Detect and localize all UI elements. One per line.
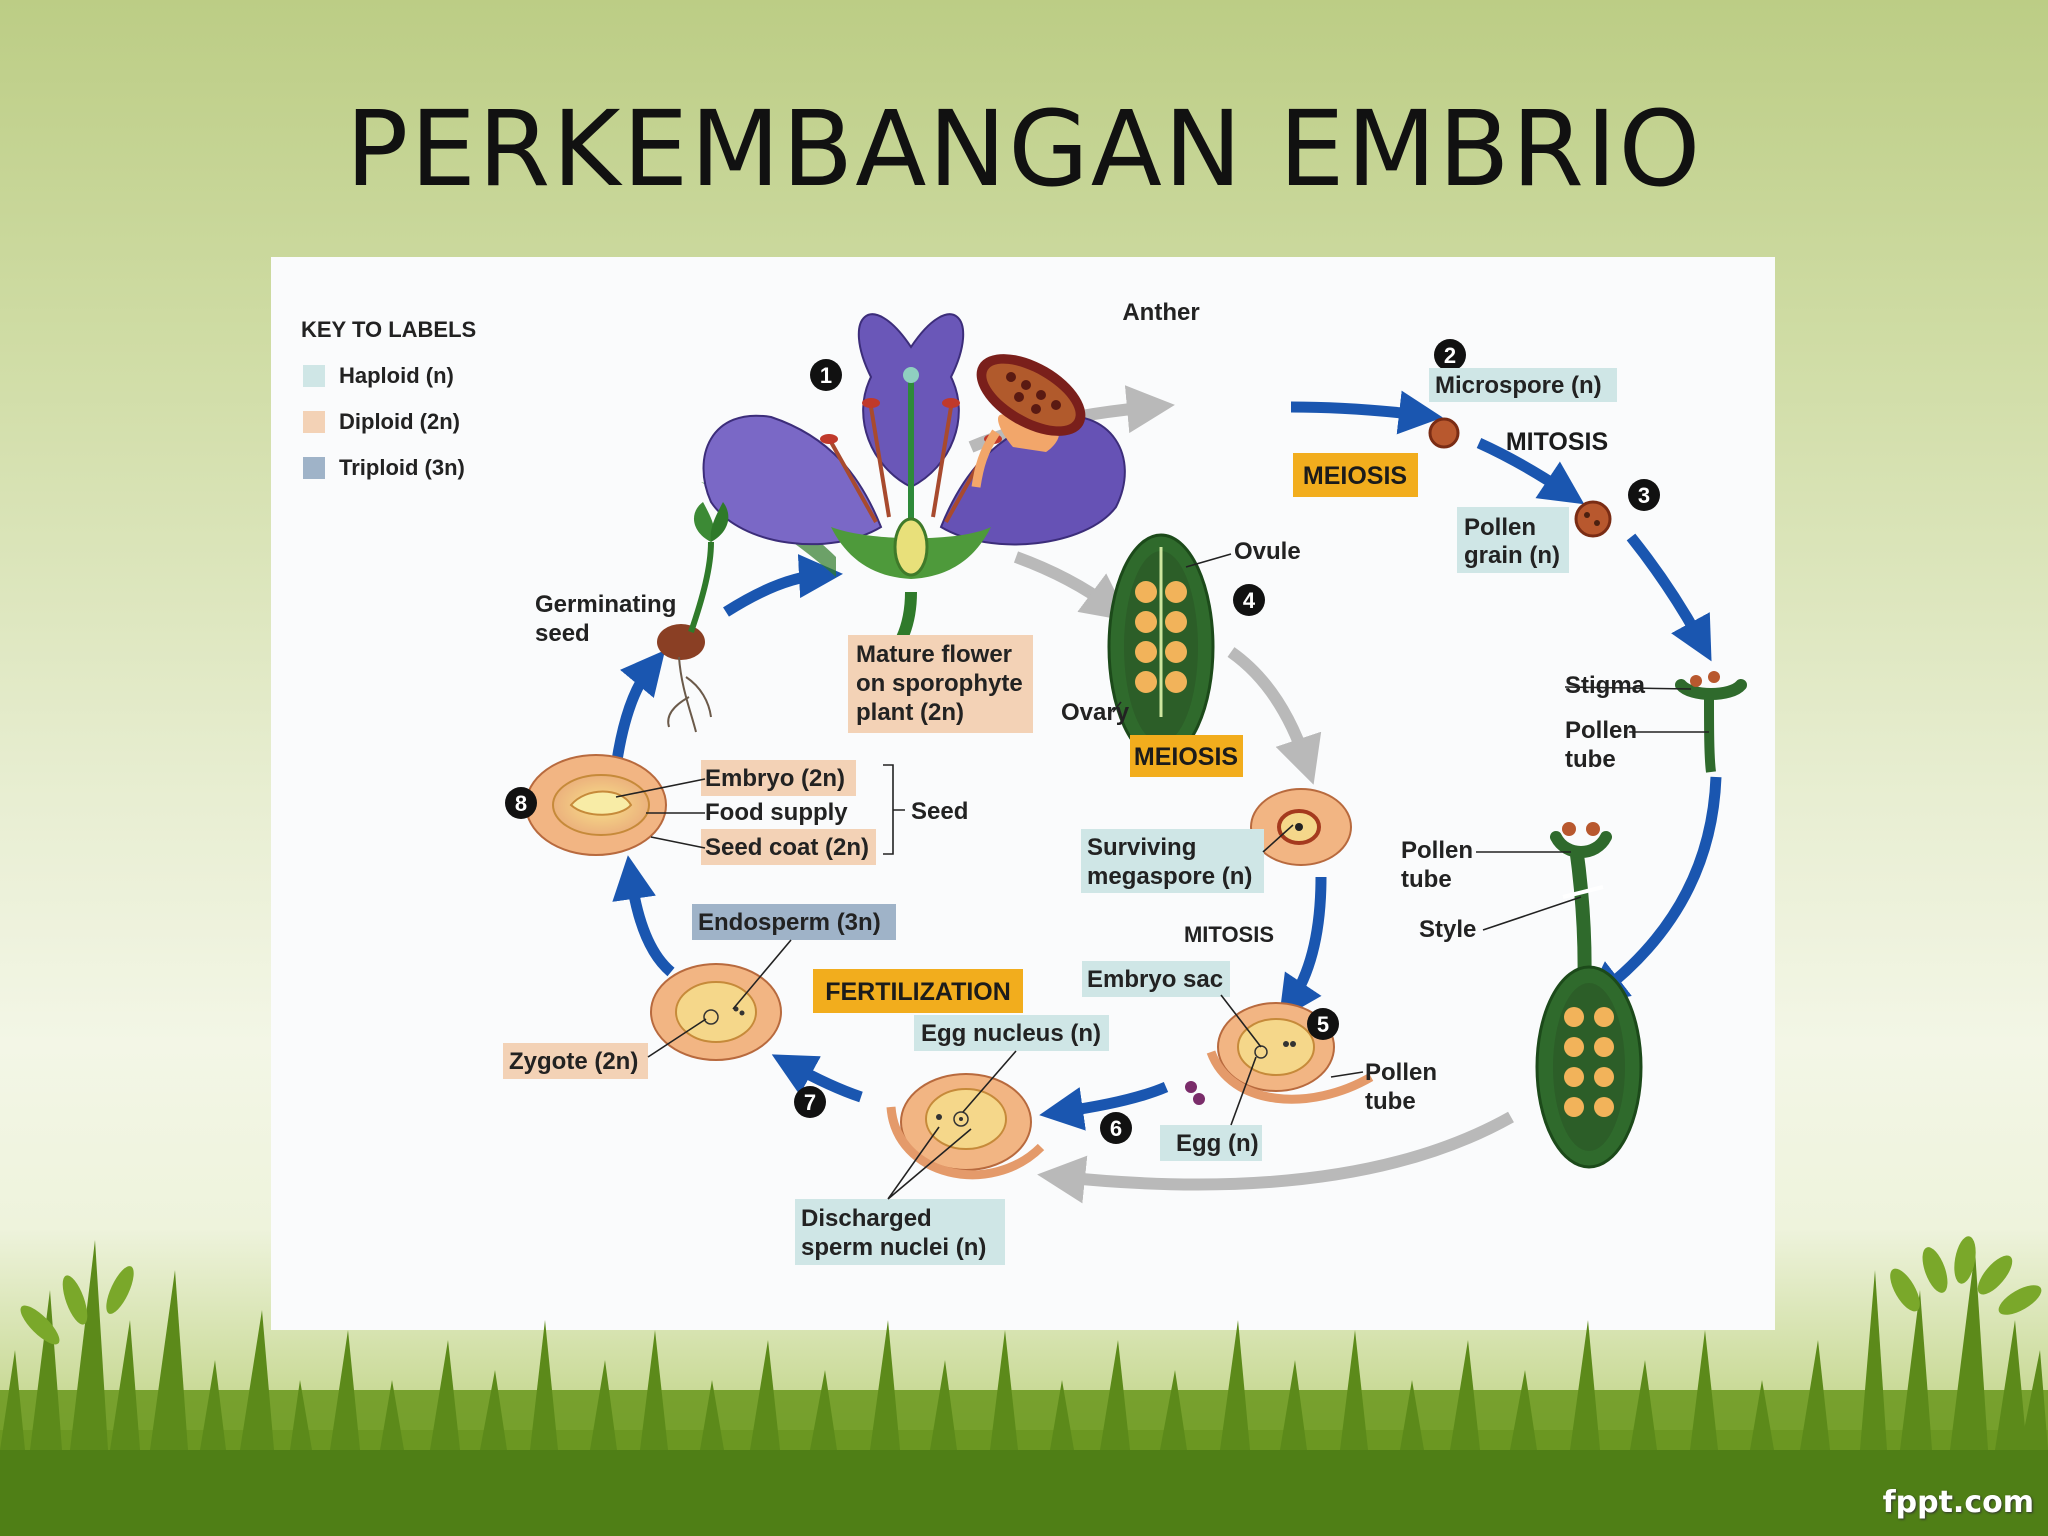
- label-seed: Seed: [911, 798, 968, 825]
- label-pollen-grain-1: Pollen: [1464, 514, 1536, 541]
- slide-title: PERKEMBANGAN EMBRIO: [345, 88, 1703, 210]
- label-embryo: Embryo (2n): [705, 765, 845, 792]
- fertilization-ovule: [886, 1073, 1045, 1180]
- arrow-fertilization-to-zygote: [771, 1054, 863, 1103]
- megaspore-ovule: [1250, 788, 1352, 866]
- arrow-stigma-to-pistil: [1583, 776, 1722, 1006]
- label-embryo-sac: Embryo sac: [1087, 966, 1223, 993]
- arrow-sac-to-fertilization: [1039, 1081, 1169, 1131]
- legend: KEY TO LABELS Haploid (n) Diploid (2n) T…: [301, 317, 476, 480]
- diagram-canvas: KEY TO LABELS Haploid (n) Diploid (2n) T…: [301, 299, 1747, 1265]
- leader-lines: [615, 553, 1709, 1200]
- label-pollen-tube-c1: Pollen: [1365, 1059, 1437, 1086]
- step-5: 5: [1317, 1012, 1329, 1037]
- label-pollen-tube-c2: tube: [1365, 1088, 1416, 1115]
- germinating-seed: [657, 502, 729, 733]
- label-anther: Anther: [1122, 299, 1199, 326]
- legend-swatch-diploid: [303, 411, 325, 433]
- arrow-pistil-to-fertilization: [1037, 1111, 1514, 1204]
- label-food-supply: Food supply: [705, 799, 848, 826]
- zygote-ovule: [650, 963, 782, 1061]
- label-microspore: Microspore (n): [1435, 372, 1602, 399]
- legend-swatch-triploid: [303, 457, 325, 479]
- label-zygote: Zygote (2n): [509, 1048, 638, 1075]
- label-ovary: Ovary: [1061, 699, 1130, 726]
- meiosis-box-ovule: [1130, 735, 1243, 777]
- label-mature-flower-1: Mature flower: [856, 641, 1012, 668]
- meiosis-label-anther: MEIOSIS: [1303, 462, 1407, 490]
- embryo-sac-ovule: [1185, 1002, 1374, 1105]
- cycle-arrows: [610, 385, 1722, 1204]
- label-discharged-1: Discharged: [801, 1205, 932, 1232]
- arrow-ovule-to-megaspore: [1227, 647, 1322, 785]
- legend-item-diploid: Diploid (2n): [339, 409, 460, 434]
- diagram-labels: Anther Microspore (n) Pollen grain (n) O…: [509, 299, 1646, 1261]
- fertilization-box: [813, 969, 1023, 1013]
- step-1: 1: [820, 363, 832, 388]
- label-germinating-2: seed: [535, 620, 590, 647]
- meiosis-box-anther: [1293, 453, 1418, 497]
- label-pollen-tube-b1: Pollen: [1401, 837, 1473, 864]
- label-surviving-2: megaspore (n): [1087, 863, 1252, 890]
- label-discharged-2: sperm nuclei (n): [801, 1234, 986, 1261]
- label-endosperm: Endosperm (3n): [698, 909, 881, 936]
- pollen-grain-cell: [1574, 500, 1612, 538]
- label-ovule: Ovule: [1234, 538, 1301, 565]
- label-mature-flower-2: on sporophyte: [856, 670, 1023, 697]
- arrow-pollen-to-stigma: [1626, 533, 1712, 662]
- arrow-zygote-to-seed: [612, 855, 675, 977]
- legend-item-haploid: Haploid (n): [339, 363, 454, 388]
- step-3: 3: [1638, 483, 1650, 508]
- grass-decoration: [0, 1236, 2048, 1536]
- step-badges: 1 2 3 4 5 6 7 8: [505, 339, 1660, 1144]
- label-stigma: Stigma: [1565, 672, 1646, 699]
- label-pollen-tube-a1: Pollen: [1565, 717, 1637, 744]
- arrow-flower-to-ovule: [1013, 551, 1131, 622]
- step-7: 7: [804, 1090, 816, 1115]
- seed: [525, 754, 667, 856]
- ovary-cross-section: [1107, 533, 1215, 761]
- mature-flower: [701, 313, 1126, 672]
- label-style: Style: [1419, 916, 1476, 943]
- arrow-anther-to-microspore: [1290, 390, 1443, 435]
- label-germinating-1: Germinating: [535, 591, 676, 618]
- arrow-megaspore-to-sac: [1278, 876, 1327, 1021]
- arrow-germinating-to-flower: [723, 554, 843, 617]
- mitosis-label-sac: MITOSIS: [1184, 922, 1274, 947]
- label-egg: Egg (n): [1176, 1130, 1259, 1157]
- anther: [971, 354, 1086, 488]
- life-cycle-diagram: KEY TO LABELS Haploid (n) Diploid (2n) T…: [271, 257, 1775, 1330]
- meiosis-label-ovule: MEIOSIS: [1134, 743, 1238, 771]
- arrow-microspore-to-pollen: [1476, 437, 1585, 505]
- label-backgrounds: [503, 368, 1617, 1265]
- legend-item-triploid: Triploid (3n): [339, 455, 465, 480]
- step-2: 2: [1444, 343, 1456, 368]
- legend-title: KEY TO LABELS: [301, 317, 476, 342]
- step-6: 6: [1110, 1116, 1122, 1141]
- pistil-with-pollen-tube: [1535, 822, 1643, 1169]
- brand-watermark: fppt.com: [1882, 1485, 2034, 1520]
- step-4: 4: [1243, 588, 1256, 613]
- step-8: 8: [515, 791, 527, 816]
- label-egg-nucleus: Egg nucleus (n): [921, 1020, 1101, 1047]
- stigma-pistil: [1675, 671, 1747, 773]
- label-surviving-1: Surviving: [1087, 834, 1196, 861]
- label-seed-coat: Seed coat (2n): [705, 834, 869, 861]
- legend-swatch-haploid: [303, 365, 325, 387]
- mitosis-label-pollen: MITOSIS: [1506, 428, 1608, 456]
- arrow-seed-to-germinating: [610, 650, 666, 768]
- label-pollen-tube-b2: tube: [1401, 866, 1452, 893]
- label-pollen-tube-a2: tube: [1565, 746, 1616, 773]
- process-boxes: MEIOSIS MITOSIS MEIOSIS MITOSIS FERTILIZ…: [813, 428, 1608, 1013]
- fertilization-label: FERTILIZATION: [825, 978, 1011, 1006]
- label-pollen-grain-2: grain (n): [1464, 542, 1560, 569]
- label-mature-flower-3: plant (2n): [856, 699, 964, 726]
- microspore-cell: [1428, 417, 1460, 449]
